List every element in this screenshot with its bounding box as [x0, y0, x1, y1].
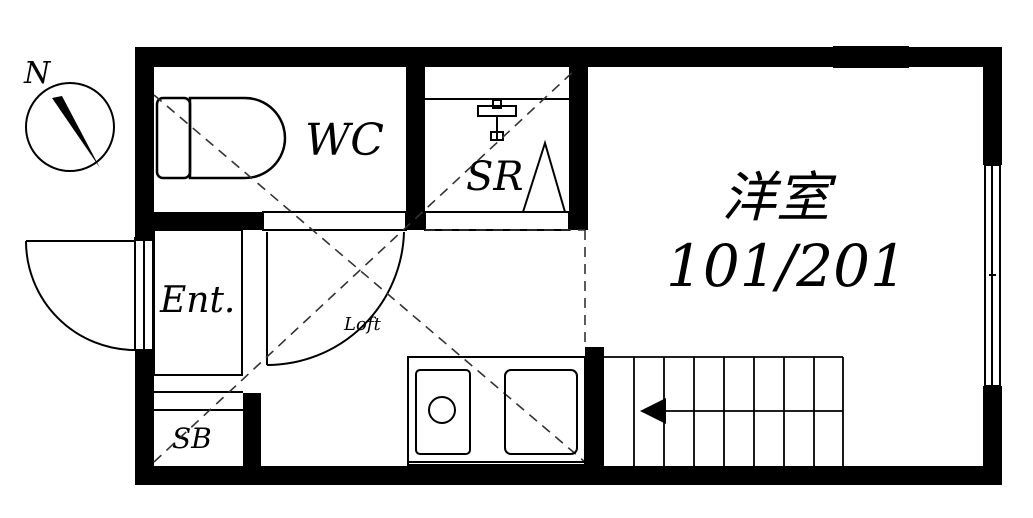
staircase: [604, 356, 844, 466]
loft-label: Loft: [343, 314, 381, 335]
toilet-icon: [155, 96, 287, 180]
wall-kitchen-stub: [585, 347, 604, 485]
wall-right-lower: [983, 386, 1002, 485]
wall-openings: [134, 46, 1001, 387]
interior-walls: [135, 67, 604, 485]
shower-cone-icon: [521, 139, 567, 213]
wall-sb-right: [243, 393, 261, 485]
entrance-closet: [153, 229, 243, 411]
wall-bottom: [135, 466, 1002, 485]
interior-door: [266, 231, 405, 366]
outer-walls: [135, 47, 1002, 485]
sink-icon: [504, 369, 578, 455]
wc-door-opening: [262, 211, 407, 231]
shower-faucet-icon: [477, 99, 517, 141]
wall-wc-sr-divider: [406, 67, 425, 230]
wall-left-upper: [135, 47, 154, 241]
kitchen-counter: [407, 356, 586, 466]
compass-ring: [25, 82, 115, 172]
wall-wc-bottom: [135, 212, 263, 230]
sr-label: SR: [466, 154, 524, 200]
burner-icon: [428, 396, 456, 424]
entrance-door: [25, 240, 136, 351]
wall-top: [135, 47, 1002, 67]
wc-label: WC: [305, 115, 384, 166]
compass-needle-icon: [52, 96, 100, 168]
sr-door-opening: [424, 211, 570, 231]
stove-icon: [415, 369, 471, 455]
main-room-name: 洋室: [722, 166, 837, 229]
compass-north-label: N: [23, 56, 52, 91]
ent-label: Ent.: [159, 280, 235, 321]
wall-sr-right: [569, 67, 588, 230]
main-room-number: 101/201: [666, 232, 907, 300]
wall-right-upper: [983, 47, 1002, 165]
wall-left-lower: [135, 350, 154, 485]
loft-outline: [153, 69, 586, 463]
compass: N: [23, 56, 115, 172]
stair-arrow-icon: [640, 398, 666, 424]
